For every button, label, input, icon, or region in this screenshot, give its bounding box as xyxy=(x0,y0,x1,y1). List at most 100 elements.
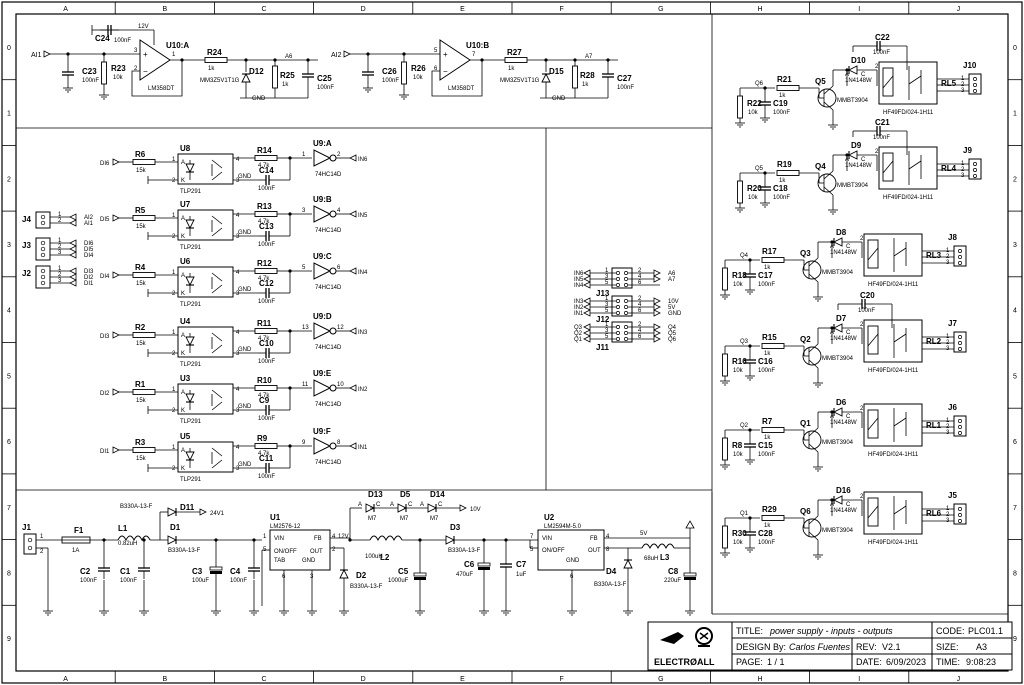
junction-dot xyxy=(480,58,484,62)
junction-dot xyxy=(845,68,849,72)
pin-label: A xyxy=(420,502,424,508)
diode-ref: D14 xyxy=(430,490,445,499)
ground-symbol xyxy=(759,197,771,208)
inverter-ref: U9:A xyxy=(313,139,332,148)
net-arrow xyxy=(69,267,77,275)
capacitor-ref: C14 xyxy=(259,166,274,175)
transistor-body xyxy=(817,173,837,193)
connector-pin xyxy=(40,268,46,274)
row-marker-left: 6 xyxy=(7,439,11,446)
pin-label: A xyxy=(181,390,185,396)
pin-label: A xyxy=(358,502,362,508)
pin-number: 1 xyxy=(946,334,950,340)
net-label: A7 xyxy=(585,54,593,60)
resistor-ref: R20 xyxy=(747,184,762,193)
pin-number: 3 xyxy=(961,88,965,94)
net-arrow xyxy=(583,281,591,289)
pin-number: 5 xyxy=(605,308,609,314)
resistor-ref: R2 xyxy=(135,323,146,332)
ground-symbol xyxy=(744,284,756,295)
column-marker-top: J xyxy=(957,6,961,13)
capacitor xyxy=(743,435,757,456)
pin-number: 7 xyxy=(530,534,534,540)
pin-number: 9 xyxy=(302,440,306,446)
connector-pin xyxy=(27,545,33,551)
net-arrow xyxy=(69,251,77,259)
pin-number: 2 xyxy=(134,66,138,72)
pin-number: 10 xyxy=(337,382,344,388)
pin-label: GND xyxy=(566,558,580,564)
column-marker-bottom: F xyxy=(559,676,563,683)
inner-border xyxy=(15,13,1009,672)
connector-pin xyxy=(40,240,46,246)
resistor-ref: R17 xyxy=(762,247,777,256)
schmitt-inverter xyxy=(313,205,332,223)
transistor-part: MMBT3904 xyxy=(837,98,869,104)
capacitor-ref: C25 xyxy=(317,74,332,83)
net-arrow xyxy=(653,275,661,283)
inductor xyxy=(117,535,151,542)
connector-pin xyxy=(40,246,46,252)
output-arrow xyxy=(349,154,357,162)
transistor-ref: Q1 xyxy=(800,419,811,428)
net-arrow xyxy=(583,269,591,277)
resistor-value: 1k xyxy=(508,66,515,72)
net-arrow xyxy=(653,335,661,343)
resistor-value: 1k xyxy=(282,82,289,88)
diode-part: 1N4148W xyxy=(845,163,872,169)
optocoupler-ref: U3 xyxy=(180,374,191,383)
row-marker-right: 6 xyxy=(1013,439,1017,446)
pin-number: 1 xyxy=(58,266,62,272)
diode-ref: D2 xyxy=(356,571,367,580)
header-pin xyxy=(624,277,628,281)
capacitor xyxy=(601,65,615,86)
ground-symbol xyxy=(98,605,110,616)
output-net-label: IN3 xyxy=(358,330,368,336)
diode-ref: D12 xyxy=(249,67,264,76)
capacitor-value: 220uF xyxy=(664,578,681,584)
resistor-ref: R9 xyxy=(257,434,268,443)
size-value: A3 xyxy=(976,642,987,652)
ground-symbol xyxy=(744,454,756,465)
inverter-bubble xyxy=(329,210,337,218)
digital-input-label: DI4 xyxy=(100,274,110,280)
transistor-body xyxy=(802,260,822,280)
net-arrow xyxy=(653,329,661,337)
connector-ref: J10 xyxy=(963,61,977,70)
diode-part: B330A-13-F xyxy=(594,582,627,588)
resistor-value: 4.7k xyxy=(258,393,270,399)
capacitor-ref: C18 xyxy=(773,184,788,193)
column-marker-bottom: B xyxy=(162,676,167,683)
optocoupler-body xyxy=(177,441,234,473)
resistor-value: 10k xyxy=(413,75,424,81)
connector-pin xyxy=(958,425,962,429)
resistor-ref: R14 xyxy=(257,146,272,155)
pin-number: 1 xyxy=(605,268,609,274)
resistor-ref: R12 xyxy=(257,259,272,268)
code-label: CODE: xyxy=(936,626,965,636)
supply-label: 5V xyxy=(640,531,647,537)
capacitor-value: 100nF xyxy=(758,540,775,546)
capacitor-value: 100nF xyxy=(758,368,775,374)
output-arrow xyxy=(349,327,357,335)
wire xyxy=(908,75,922,85)
column-marker-top: B xyxy=(162,6,167,13)
connector-body xyxy=(35,211,51,229)
optocoupler-part: TLP291 xyxy=(180,477,202,483)
supply-label: 24V1 xyxy=(210,511,225,517)
inverter-part: 74HC14D xyxy=(315,285,342,291)
net-label: IN5 xyxy=(574,277,584,283)
junction-dot xyxy=(830,326,834,330)
resistor-ref: R22 xyxy=(747,99,762,108)
capacitor-value: 100nF xyxy=(258,242,275,248)
row-marker-left: 9 xyxy=(7,636,11,643)
pin-label: C xyxy=(846,414,851,420)
resistor xyxy=(254,443,278,449)
net-arrow xyxy=(583,309,591,317)
capacitor-value: 100nF xyxy=(758,282,775,288)
transistor-part: MMBT3904 xyxy=(837,183,869,189)
net-label: DI2 xyxy=(84,275,94,281)
pin-number: 4 xyxy=(236,445,240,451)
wire xyxy=(211,159,223,169)
